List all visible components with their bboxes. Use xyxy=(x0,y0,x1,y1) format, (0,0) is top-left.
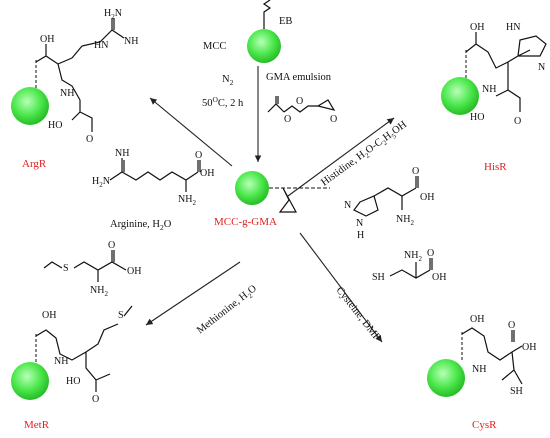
mcc-sphere-top xyxy=(247,29,281,63)
mcc-sphere-center xyxy=(235,171,269,205)
metr-nh: NH xyxy=(54,356,68,367)
gma-o1: O xyxy=(284,114,291,125)
arginine-reagent-label: Arginine, H2O xyxy=(110,219,172,232)
gma-o2: O xyxy=(296,96,303,107)
hisr-n: N xyxy=(538,62,545,73)
argr-label: ArgR xyxy=(22,158,47,170)
cys-oh: OH xyxy=(432,272,446,283)
met-o: O xyxy=(108,240,115,251)
cys-o: O xyxy=(427,248,434,259)
argr-nh: NH xyxy=(60,88,74,99)
eb-label: EB xyxy=(279,16,292,27)
cys-nh2: NH2 xyxy=(404,250,422,263)
cysr-sh: SH xyxy=(510,386,523,397)
methionine-reagent-label: Methionine, H2O xyxy=(195,283,260,338)
sphere-cysr xyxy=(427,359,465,397)
hisr-o: O xyxy=(514,116,521,127)
metr-o: O xyxy=(92,394,99,405)
met-s: S xyxy=(63,263,69,274)
cysr-oh2: OH xyxy=(522,342,536,353)
arrow-to-metr xyxy=(145,261,241,326)
cys-sh: SH xyxy=(372,272,385,283)
hisr-nh: NH xyxy=(482,84,496,95)
sphere-metr xyxy=(11,362,49,400)
his-n2: N xyxy=(356,218,363,229)
hisr-ho: HO xyxy=(470,112,484,123)
n2-label: N2 xyxy=(222,74,234,87)
temperature-label: 50OC, 2 h xyxy=(202,95,244,109)
gma-emulsion-label: GMA emulsion xyxy=(266,72,332,83)
argr-h2n: H2N xyxy=(104,8,122,21)
cysr-oh: OH xyxy=(470,314,484,325)
arrow-to-hisr xyxy=(287,117,395,197)
his-h: H xyxy=(357,230,364,241)
hisr-oh: OH xyxy=(470,22,484,33)
met-nh2: NH2 xyxy=(90,285,108,298)
sphere-hisr xyxy=(441,77,479,115)
arrow-to-argr xyxy=(149,97,233,167)
cysr-label: CysR xyxy=(472,419,497,431)
arg-oh: OH xyxy=(200,168,214,179)
center-label: MCC-g-GMA xyxy=(214,216,277,228)
his-o: O xyxy=(412,166,419,177)
cysr-o: O xyxy=(508,320,515,331)
cysr-nh: NH xyxy=(472,364,486,375)
histidine-reagent-label: Histidine, H2O-C2H5OH xyxy=(319,119,410,190)
his-nh2: NH2 xyxy=(396,214,414,227)
gma-o3: O xyxy=(330,114,337,125)
arg-h2n: H2N xyxy=(92,176,110,189)
arg-nh: NH xyxy=(115,148,129,159)
argr-hn: HN xyxy=(94,40,108,51)
hisr-hn: HN xyxy=(506,22,520,33)
cysteine-reagent-label: Cysteine, DMF xyxy=(334,285,383,343)
metr-ho: HO xyxy=(66,376,80,387)
mcc-label: MCC xyxy=(203,41,226,52)
arg-o: O xyxy=(195,150,202,161)
his-oh: OH xyxy=(420,192,434,203)
metr-label: MetR xyxy=(24,419,50,431)
argr-oh: OH xyxy=(40,34,54,45)
sphere-argr xyxy=(11,87,49,125)
argr-ho: HO xyxy=(48,120,62,131)
argr-nh-right: NH xyxy=(124,36,138,47)
his-n: N xyxy=(344,200,351,211)
metr-oh: OH xyxy=(42,310,56,321)
arg-nh2: NH2 xyxy=(178,194,196,207)
hisr-label: HisR xyxy=(484,161,507,173)
met-oh: OH xyxy=(127,266,141,277)
argr-o: O xyxy=(86,134,93,145)
arrow-to-cysr xyxy=(299,232,383,343)
metr-s: S xyxy=(118,310,124,321)
